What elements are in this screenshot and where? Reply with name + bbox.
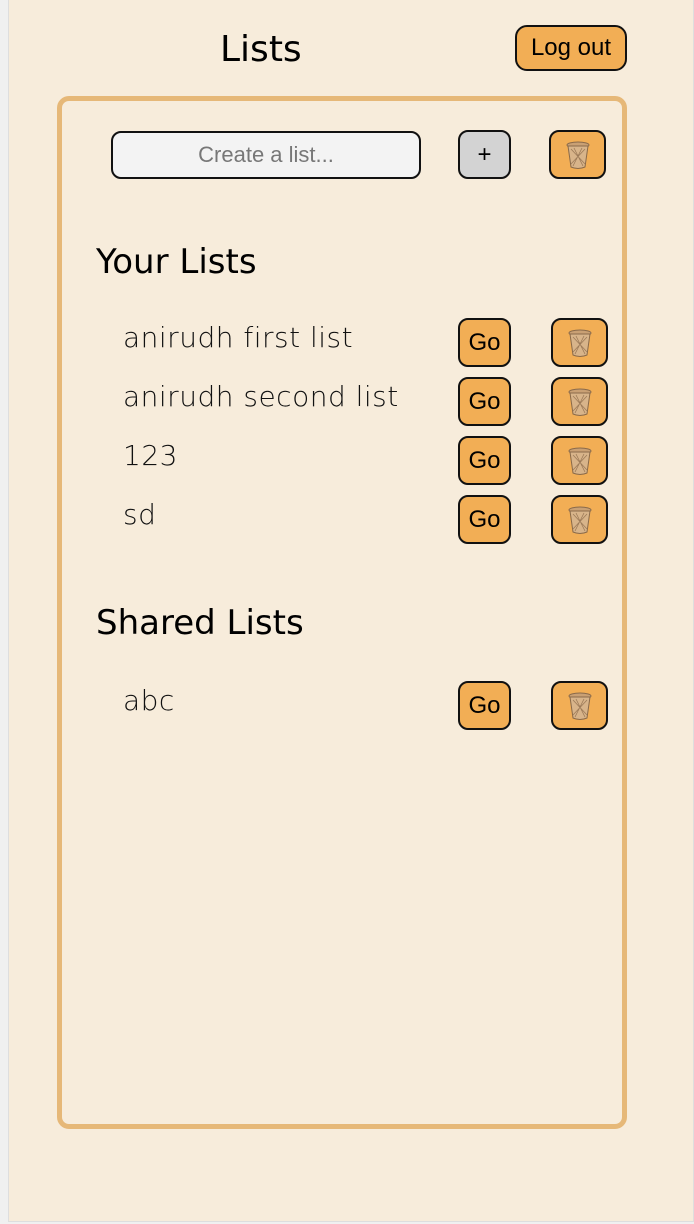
- list-item-name: 123: [123, 439, 178, 472]
- list-item-name: anirudh second list: [123, 380, 399, 413]
- delete-all-button[interactable]: [549, 130, 606, 179]
- add-list-button[interactable]: +: [458, 130, 511, 179]
- go-button[interactable]: Go: [458, 318, 511, 367]
- delete-list-button[interactable]: [551, 377, 608, 426]
- your-lists-heading: Your Lists: [96, 242, 257, 282]
- trash-can-icon: [568, 692, 591, 720]
- page-title: Lists: [220, 29, 302, 70]
- page-background: [8, 0, 694, 1222]
- trash-can-icon: [568, 447, 591, 475]
- list-item-name: anirudh first list: [123, 321, 354, 354]
- delete-list-button[interactable]: [551, 495, 608, 544]
- trash-can-icon: [566, 141, 589, 169]
- trash-can-icon: [568, 506, 591, 534]
- trash-can-icon: [568, 329, 591, 357]
- delete-list-button[interactable]: [551, 318, 608, 367]
- go-button[interactable]: Go: [458, 436, 511, 485]
- delete-shared-list-button[interactable]: [551, 681, 608, 730]
- go-button[interactable]: Go: [458, 377, 511, 426]
- logout-button[interactable]: Log out: [515, 25, 627, 71]
- lists-panel: [57, 96, 627, 1129]
- create-list-input[interactable]: [111, 131, 421, 179]
- go-button[interactable]: Go: [458, 681, 511, 730]
- trash-can-icon: [568, 388, 591, 416]
- shared-list-item-name: abc: [123, 684, 175, 717]
- list-item-name: sd: [123, 498, 157, 531]
- shared-lists-heading: Shared Lists: [96, 603, 304, 643]
- go-button[interactable]: Go: [458, 495, 511, 544]
- delete-list-button[interactable]: [551, 436, 608, 485]
